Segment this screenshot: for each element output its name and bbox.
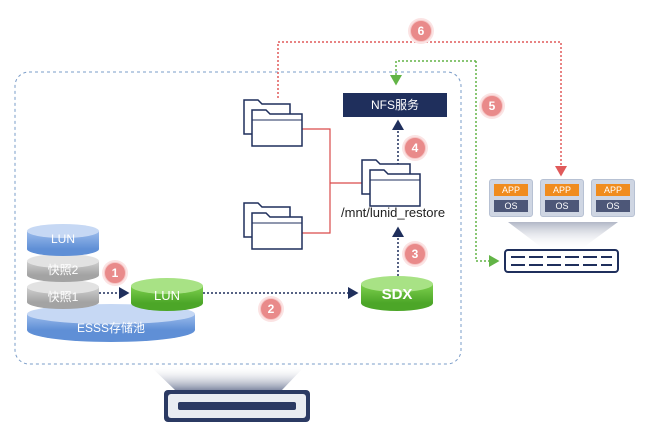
sdx-label: SDX <box>381 286 413 303</box>
storage-disk-icon <box>27 224 99 256</box>
server-icon <box>504 249 619 273</box>
lun-green-label: LUN <box>153 288 180 303</box>
storage-disk-icon <box>27 280 99 309</box>
step-badge-1: 1 <box>104 262 126 284</box>
step-badge-3: 3 <box>404 243 426 265</box>
server-icon <box>164 390 310 422</box>
beam-down <box>150 366 305 390</box>
vm-box: APP OS <box>489 179 533 217</box>
vm-os-label: OS <box>494 200 528 212</box>
storage-disk-icon <box>131 278 203 311</box>
vm-app-label: APP <box>545 184 579 196</box>
mount-path-label: /mnt/lunid_restore <box>341 205 446 220</box>
vm-box: APP OS <box>591 179 635 217</box>
storage-disk-icon <box>361 276 433 311</box>
vm-os-label: OS <box>596 200 630 212</box>
vm-app-label: APP <box>596 184 630 196</box>
step-badge-5: 5 <box>481 95 503 117</box>
lun-top-label: LUN <box>50 232 75 246</box>
folder-connector <box>302 128 331 234</box>
pool-label: ESSS存储池 <box>76 321 146 335</box>
folder-icon <box>361 159 421 207</box>
storage-disk-icon <box>27 254 99 282</box>
arrow-step-5 <box>475 61 500 267</box>
arrow-step-6 <box>277 41 567 177</box>
vm-os-label: OS <box>545 200 579 212</box>
storage-boundary <box>14 71 462 365</box>
vm-box: APP OS <box>540 179 584 217</box>
beam-vm <box>508 222 618 250</box>
snapshot2-label: 快照2 <box>47 263 79 277</box>
folder-icon <box>243 99 303 147</box>
vm-app-label: APP <box>494 184 528 196</box>
step-badge-4: 4 <box>404 137 426 159</box>
folder-icon <box>243 202 303 250</box>
snapshot1-label: 快照1 <box>47 290 79 304</box>
step-badge-6: 6 <box>410 20 432 42</box>
nfs-service-box: NFS服务 <box>343 93 447 117</box>
step-badge-2: 2 <box>260 298 282 320</box>
arrow-step-5 <box>390 60 476 86</box>
